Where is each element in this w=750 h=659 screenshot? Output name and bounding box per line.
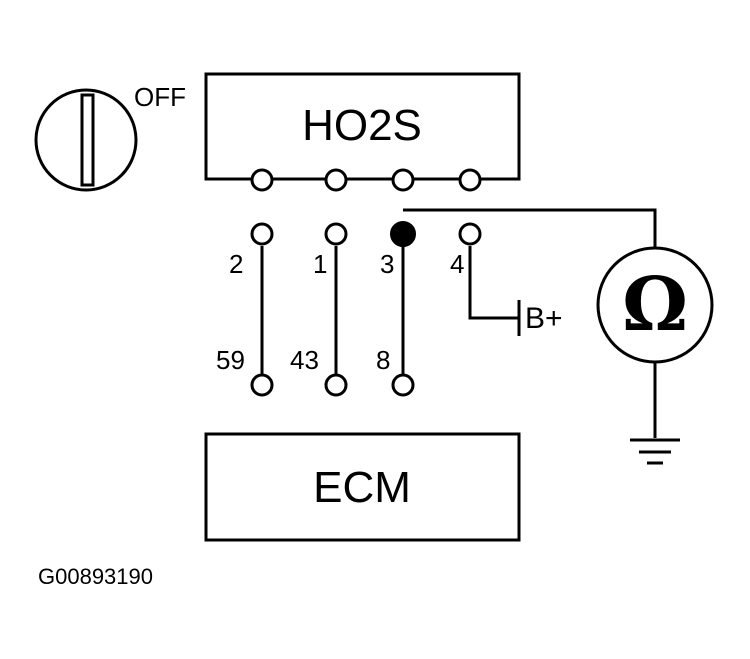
- terminal-43: [324, 373, 348, 397]
- ecm-side-terminals: [250, 373, 415, 397]
- terminal-label: 59: [216, 345, 245, 375]
- ohmmeter-icon: Ω: [596, 246, 714, 364]
- harness-wires: [260, 208, 657, 438]
- terminal-4: [458, 222, 482, 246]
- ignition-off-label: OFF: [134, 82, 186, 112]
- battery-positive-label: B+: [525, 302, 563, 335]
- sensor-side-terminals: [250, 221, 482, 247]
- terminal-2: [250, 222, 274, 246]
- ohm-symbol: Ω: [622, 262, 688, 348]
- ho2s-pin: [324, 168, 348, 192]
- ignition-key-icon: [34, 88, 138, 192]
- ho2s-pin: [458, 168, 482, 192]
- ecm-box: [204, 432, 521, 542]
- terminal-3-probe: [390, 221, 416, 247]
- terminal-59: [250, 373, 274, 397]
- ecm-label: ECM: [313, 463, 411, 512]
- ho2s-pin: [250, 168, 274, 192]
- ho2s-connector-pins: [250, 168, 482, 192]
- terminal-label: 3: [380, 249, 394, 279]
- terminal-1: [324, 222, 348, 246]
- ho2s-pin: [391, 168, 415, 192]
- figure-id: G00893190: [38, 564, 153, 589]
- ho2s-label: HO2S: [302, 101, 422, 150]
- terminal-8: [391, 373, 415, 397]
- ground-icon: [630, 438, 680, 465]
- terminal-label: 43: [290, 345, 319, 375]
- terminal-label: 8: [376, 345, 390, 375]
- terminal-label: 4: [450, 249, 464, 279]
- terminal-label: 1: [313, 249, 327, 279]
- ho2s-box: [204, 72, 521, 181]
- terminal-label: 2: [229, 249, 243, 279]
